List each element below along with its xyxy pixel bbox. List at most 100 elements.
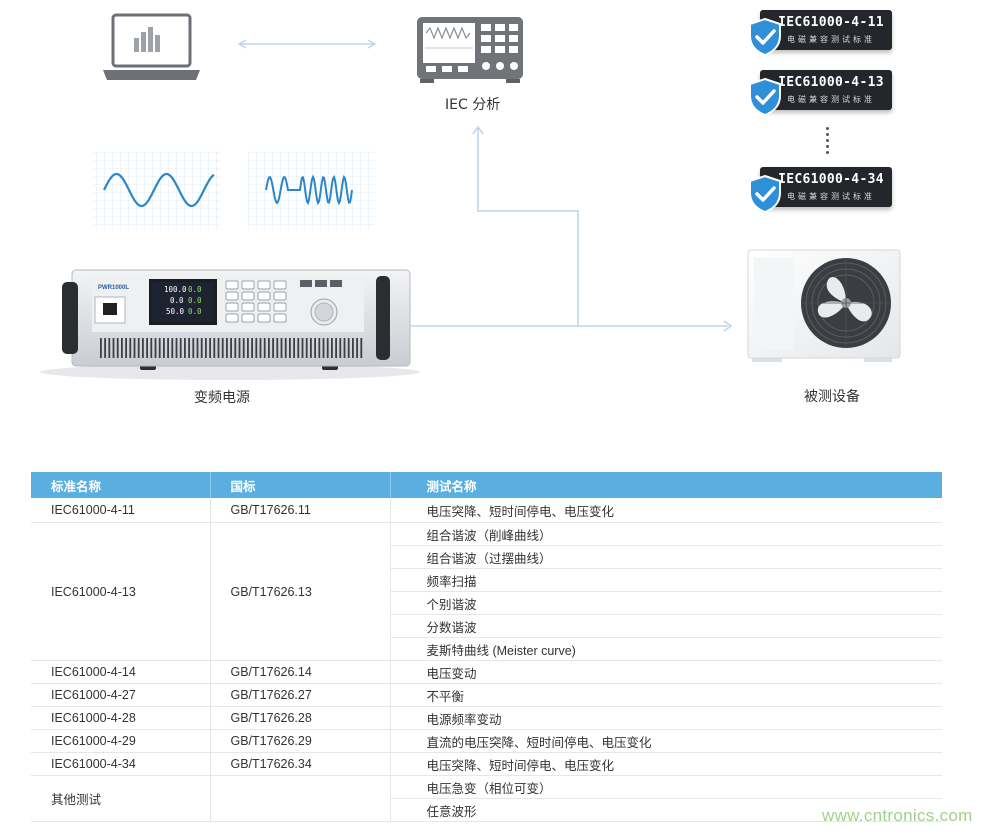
screen-value-frequency: 50.0	[166, 307, 185, 316]
vent-slot	[310, 338, 312, 358]
badge-plate	[760, 10, 892, 50]
keypad-key	[257, 291, 271, 301]
laptop-icon	[103, 13, 200, 80]
vent-slot	[356, 338, 358, 358]
vent-slot	[251, 338, 253, 358]
header-standard-name: 标准名称	[31, 472, 211, 498]
vent-slot	[301, 338, 304, 358]
shield-check-icon	[749, 175, 781, 213]
cell-national-standard: GB/T17626.29	[210, 729, 391, 753]
function-key	[300, 280, 312, 287]
badge-code: IEC61000-4-34	[778, 172, 884, 187]
vent-slot	[263, 338, 266, 358]
vent-slot	[192, 338, 195, 358]
vent-slot	[335, 338, 337, 358]
vent-slot	[293, 338, 295, 358]
vent-slot	[133, 338, 136, 358]
vent-slot	[226, 338, 228, 358]
laptop-analyzer-link	[237, 39, 377, 49]
vent-slot	[175, 338, 178, 358]
badge-plate	[760, 70, 892, 110]
cell-national-standard: GB/T17626.13	[210, 522, 391, 661]
cell-test-name: 不平衡	[390, 683, 942, 707]
vent-slot	[230, 338, 232, 358]
cell-standard-name: IEC61000-4-28	[31, 706, 211, 730]
vent-slot	[247, 338, 249, 358]
badge-subtitle: 电磁兼容测试标准	[787, 35, 875, 44]
table-row: 任意波形	[31, 798, 942, 822]
keypad-key	[225, 291, 239, 301]
vent-slot	[209, 338, 211, 358]
shield-check-icon	[749, 18, 781, 56]
header-national-standard: 国标	[210, 472, 391, 498]
cell-test-name: 组合谐波（过摆曲线）	[390, 545, 942, 569]
keypad-key	[257, 280, 271, 290]
vent-slot	[112, 338, 115, 358]
shield-check-icon	[749, 78, 781, 116]
cell-national-standard: GB/T17626.11	[210, 498, 391, 523]
keypad-key	[241, 291, 255, 301]
screen-value-voltage: 100.0	[164, 285, 187, 294]
cell-test-name: 直流的电压突降、短时间停电、电压变化	[390, 729, 942, 753]
cell-test-name: 个别谐波	[390, 591, 942, 615]
device-vent-slots	[100, 338, 363, 358]
cell-standard-name: 其他测试	[31, 775, 211, 822]
badge-code: IEC61000-4-11	[778, 15, 884, 30]
badge-plate	[760, 167, 892, 207]
cell-test-name: 任意波形	[390, 798, 942, 822]
vent-slot	[154, 338, 157, 358]
vent-slot	[280, 338, 283, 358]
standard-badge: IEC61000-4-13 电磁兼容测试标准	[748, 70, 898, 118]
vent-slot	[322, 338, 325, 358]
device-model-label: PWR1000L	[98, 285, 129, 291]
vent-slot	[108, 338, 111, 358]
cell-standard-name: IEC61000-4-34	[31, 752, 211, 776]
vent-slot	[331, 338, 333, 358]
keypad-key	[273, 280, 287, 290]
vent-slot	[238, 338, 241, 358]
vent-slot	[297, 338, 300, 358]
screen-value-current-2: 0.0	[188, 296, 202, 305]
vent-slot	[326, 338, 329, 358]
cell-national-standard: GB/T17626.28	[210, 706, 391, 730]
harmonic-waveform-plot	[248, 151, 375, 230]
vent-slot	[255, 338, 258, 358]
cell-test-name: 组合谐波（削峰曲线）	[390, 522, 942, 546]
screen-value-current-3: 0.0	[188, 307, 202, 316]
vent-slot	[188, 338, 190, 358]
vent-slot	[284, 338, 287, 358]
sine-waveform-plot	[93, 151, 220, 230]
keypad-key	[273, 302, 287, 312]
keypad-key	[241, 280, 255, 290]
oscilloscope-icon	[417, 17, 523, 83]
cell-test-name: 麦斯特曲线 (Meister curve)	[390, 637, 942, 661]
screen-value-power: 0.0	[170, 296, 184, 305]
header-test-name: 测试名称	[390, 472, 942, 498]
cell-national-standard: GB/T17626.34	[210, 752, 391, 776]
badge-subtitle: 电磁兼容测试标准	[787, 192, 875, 201]
cell-standard-name: IEC61000-4-27	[31, 683, 211, 707]
standard-badge: IEC61000-4-11 电磁兼容测试标准	[748, 10, 898, 58]
vent-slot	[347, 338, 350, 358]
ellipsis-dots	[826, 127, 830, 157]
vent-slot	[146, 338, 148, 358]
vent-slot	[184, 338, 186, 358]
vent-slot	[121, 338, 123, 358]
site-watermark: www.cntronics.com	[822, 806, 973, 825]
vent-slot	[272, 338, 274, 358]
vent-slot	[217, 338, 220, 358]
cell-standard-name: IEC61000-4-14	[31, 660, 211, 684]
vent-slot	[213, 338, 216, 358]
cell-standard-name: IEC61000-4-11	[31, 498, 211, 523]
table-row: 个别谐波	[31, 591, 942, 615]
vent-slot	[352, 338, 354, 358]
air-conditioner-unit	[747, 249, 901, 362]
table-header-row: 标准名称 国标 测试名称	[31, 472, 942, 498]
cell-national-standard: GB/T17626.27	[210, 683, 391, 707]
standard-badge: IEC61000-4-34 电磁兼容测试标准	[748, 167, 898, 215]
vent-slot	[205, 338, 207, 358]
